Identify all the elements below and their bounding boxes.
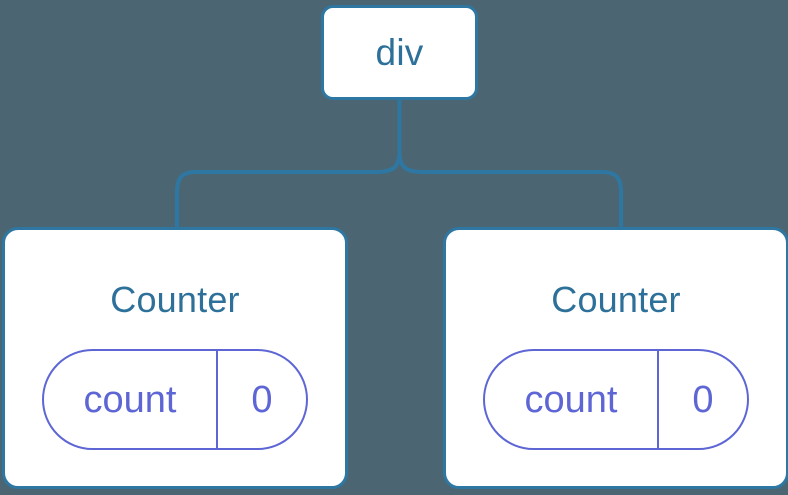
state-pill-count[interactable]: count 0: [42, 349, 308, 450]
state-value-label: 0: [251, 378, 273, 421]
counter-title: Counter: [110, 279, 240, 320]
connector-branch-left: [175, 151, 402, 228]
node-counter-right[interactable]: Counter count 0: [443, 227, 788, 489]
state-value-label: 0: [692, 378, 714, 421]
state-pill-count[interactable]: count 0: [483, 349, 749, 450]
state-key-label: count: [485, 351, 659, 448]
connector-branch-right: [397, 151, 623, 228]
node-div[interactable]: div: [321, 5, 478, 100]
node-div-label: div: [375, 32, 424, 73]
state-key-label: count: [44, 351, 218, 448]
node-counter-left[interactable]: Counter count 0: [2, 227, 348, 489]
counter-title: Counter: [551, 279, 681, 320]
